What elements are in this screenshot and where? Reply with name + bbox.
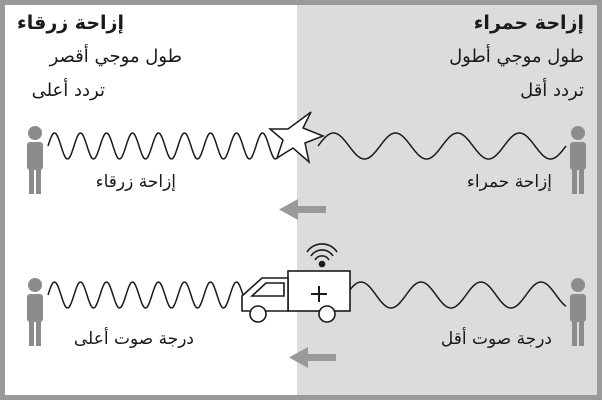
ambulance-icon xyxy=(241,243,351,323)
wave-icon xyxy=(47,281,247,309)
person-icon xyxy=(570,278,586,346)
red-shift-panel xyxy=(297,5,597,395)
person-icon xyxy=(27,278,43,346)
red-shift-wavelength: طول موجي أطول xyxy=(449,46,584,67)
arrow-left-icon xyxy=(279,199,326,220)
lower-pitch-label: درجة صوت أقل xyxy=(440,329,552,349)
blue-shift-panel xyxy=(5,5,297,395)
star-icon xyxy=(267,111,326,165)
red-shift-star-label: إزاحة حمراء xyxy=(466,172,552,192)
person-icon xyxy=(570,126,586,194)
red-shift-title: إزاحة حمراء xyxy=(473,12,584,34)
blue-shift-title: إزاحة زرقاء xyxy=(17,12,124,34)
arrow-left-icon xyxy=(289,347,336,368)
person-icon xyxy=(27,126,43,194)
blue-shift-wavelength: طول موجي أقصر xyxy=(49,46,182,67)
blue-shift-star-label: إزاحة زرقاء xyxy=(95,172,176,192)
wave-icon xyxy=(47,132,283,160)
higher-pitch-label: درجة صوت أعلى xyxy=(73,329,194,349)
red-shift-frequency: تردد أقل xyxy=(520,80,584,101)
wave-icon xyxy=(317,132,567,160)
wave-icon xyxy=(345,281,567,309)
blue-shift-frequency: تردد أعلى xyxy=(31,80,105,101)
